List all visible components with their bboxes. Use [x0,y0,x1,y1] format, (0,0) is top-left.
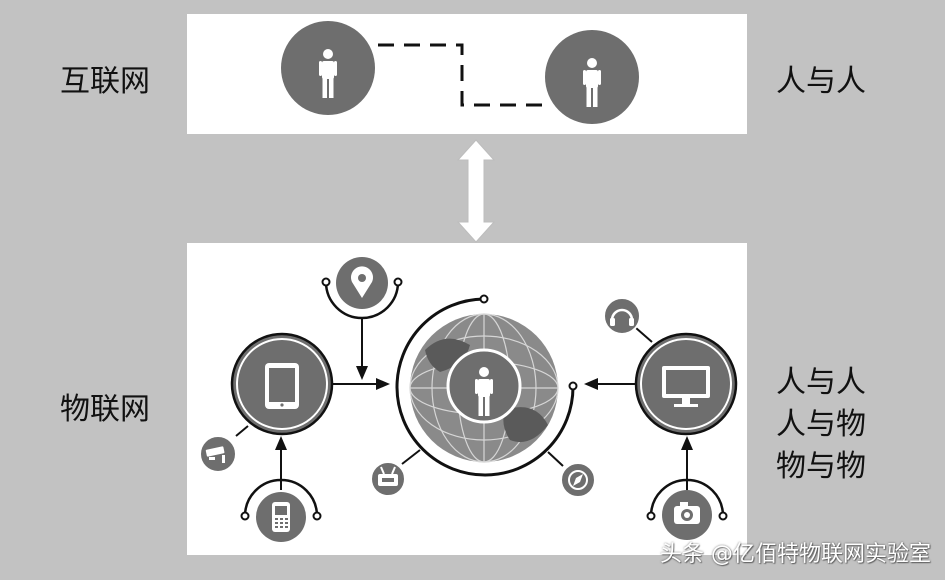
double-arrow-icon [456,139,496,243]
top-panel [187,14,747,134]
relation-thing-thing: 物与物 [776,449,866,484]
relation-person-person: 人与人 [776,365,866,400]
compass-icon [568,470,588,490]
mobile-phone-icon [272,502,290,532]
monitor-node [634,332,738,436]
map-pin-node [321,257,403,320]
tablet-icon [265,363,299,409]
globe-node [395,294,578,477]
router-icon [378,466,398,486]
iot-label: 物联网 [60,392,150,427]
headphones-icon [610,308,634,326]
cctv-node [199,435,237,473]
map-pin-icon [351,266,373,298]
camera-icon [674,502,700,524]
internet-label: 互联网 [60,64,150,99]
person-node-right [545,30,639,124]
iot-relations-label: 人与人 人与物 物与物 [776,362,866,488]
person-to-person-label: 人与人 [776,64,866,99]
mobile-phone-node [240,478,322,542]
monitor-icon [662,366,710,407]
tablet-node [230,332,334,436]
router-node [370,461,406,497]
person-node-left [281,21,375,115]
relation-person-thing: 人与物 [776,407,866,442]
camera-node [646,478,728,540]
compass-node [560,462,596,498]
headphones-node [603,297,641,335]
dashed-connector [378,43,545,107]
watermark: 头条 @亿佰特物联网实验室 [660,542,931,567]
cctv-camera-icon [205,446,225,463]
